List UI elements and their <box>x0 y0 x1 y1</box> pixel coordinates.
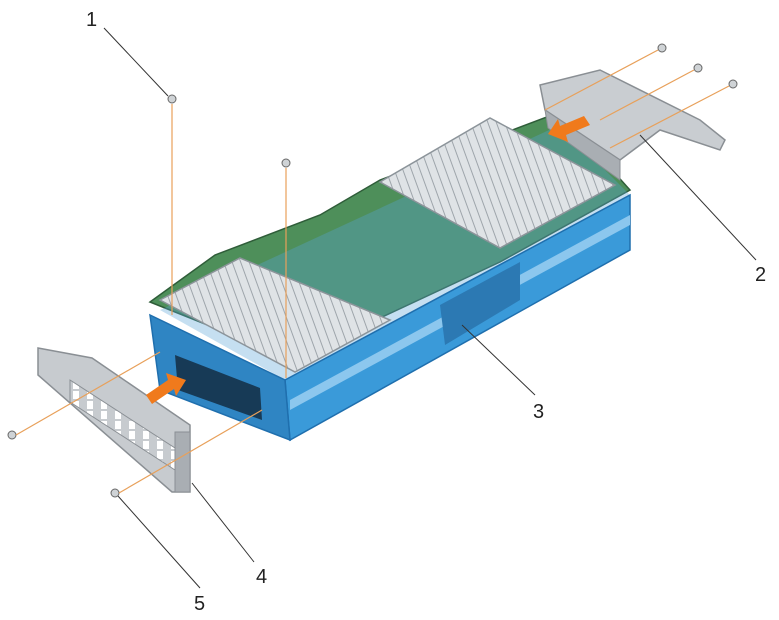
guide-lines <box>15 49 730 494</box>
screw-top-left <box>167 94 177 104</box>
callout-3: 3 <box>533 401 544 423</box>
screw-lower-left <box>110 488 120 498</box>
arrow-rear <box>548 116 590 142</box>
screw-bracket-1 <box>657 43 667 53</box>
heatsink-front <box>158 257 392 373</box>
pci-bracket <box>37 347 191 493</box>
screw-bracket-2 <box>693 63 703 73</box>
heatsink-rear <box>378 117 617 249</box>
callout-5: 5 <box>194 593 205 615</box>
callout-2: 2 <box>755 264 766 286</box>
arrow-front <box>146 373 186 404</box>
callouts: 1 2 3 4 5 <box>86 9 766 615</box>
insertion-arrows <box>146 116 590 404</box>
callout-1: 1 <box>86 9 97 31</box>
screw-bracket-3 <box>728 79 738 89</box>
callout-4: 4 <box>256 566 267 588</box>
screw-left <box>7 430 17 440</box>
leader-lines <box>103 27 757 589</box>
screw-top-center <box>281 158 291 168</box>
